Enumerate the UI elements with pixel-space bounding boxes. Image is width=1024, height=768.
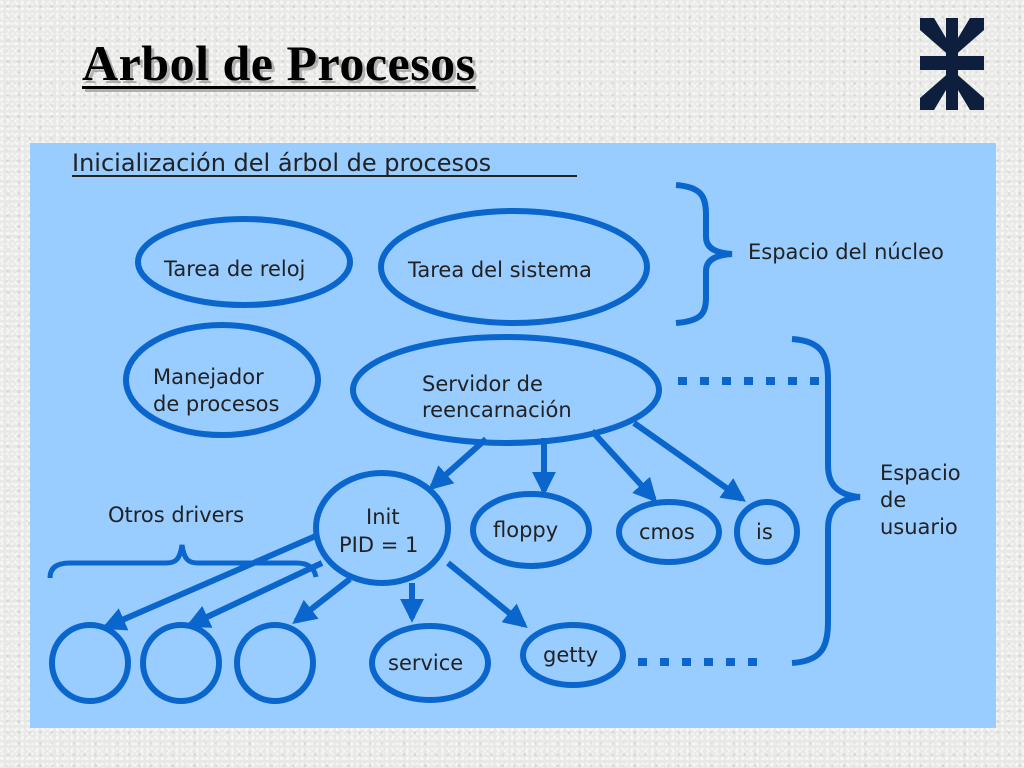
service-node (369, 623, 491, 703)
reincarnation-label-line2: reencarnación (422, 398, 572, 422)
diagram-panel: Inicialización del árbol de procesos (30, 143, 996, 728)
process-manager-label-line2: de procesos (153, 392, 279, 416)
cmos-node (616, 499, 722, 565)
system-task-label: Tarea del sistema (407, 258, 592, 282)
driver-node-3 (234, 622, 316, 704)
reincarnation-server-node (350, 334, 662, 446)
arrow-init-to-driver-2 (185, 560, 324, 628)
process-manager-node (123, 322, 321, 438)
diagram-heading: Inicialización del árbol de procesos (72, 149, 491, 177)
kernel-space-label: Espacio del núcleo (748, 240, 944, 264)
system-task-node (378, 208, 650, 326)
getty-label: getty (543, 643, 598, 667)
user-space-label-line2: de (880, 488, 906, 512)
process-tree-diagram: Inicialización del árbol de procesos (47, 149, 961, 704)
user-space-label-line3: usuario (880, 515, 958, 539)
arrow-init-to-driver-1 (101, 532, 320, 631)
reincarnation-label-line1: Servidor de (422, 372, 543, 396)
driver-node-2 (140, 622, 222, 704)
user-space-label-line1: Espacio (880, 461, 961, 485)
clock-task-node (135, 216, 353, 308)
process-manager-label-line1: Manejador (153, 365, 264, 389)
init-node (313, 470, 451, 586)
arrow-init-to-driver-3 (292, 576, 352, 624)
driver-node-1 (49, 622, 131, 704)
init-label-line2: PID = 1 (339, 533, 418, 557)
floppy-node (470, 491, 592, 569)
is-label: is (756, 520, 773, 544)
is-node (734, 499, 800, 565)
arrow-reincarnation-to-init (428, 436, 488, 491)
service-label: service (388, 651, 463, 675)
arrow-init-to-getty (446, 560, 528, 629)
slide-title: Arbol de Procesos (82, 35, 476, 91)
arrow-reincarnation-to-is (632, 420, 746, 502)
arrow-reincarnation-to-cmos (589, 428, 658, 503)
clock-task-label: Tarea de reloj (163, 257, 305, 281)
floppy-label: floppy (493, 518, 558, 542)
getty-node (520, 622, 626, 688)
init-label-line1: Init (366, 505, 400, 529)
other-drivers-brace (47, 544, 319, 579)
kernel-space-brace (675, 182, 733, 326)
user-space-brace (791, 336, 861, 666)
cmos-label: cmos (639, 520, 695, 544)
utn-logo-icon (920, 18, 984, 110)
other-drivers-label: Otros drivers (108, 503, 244, 527)
